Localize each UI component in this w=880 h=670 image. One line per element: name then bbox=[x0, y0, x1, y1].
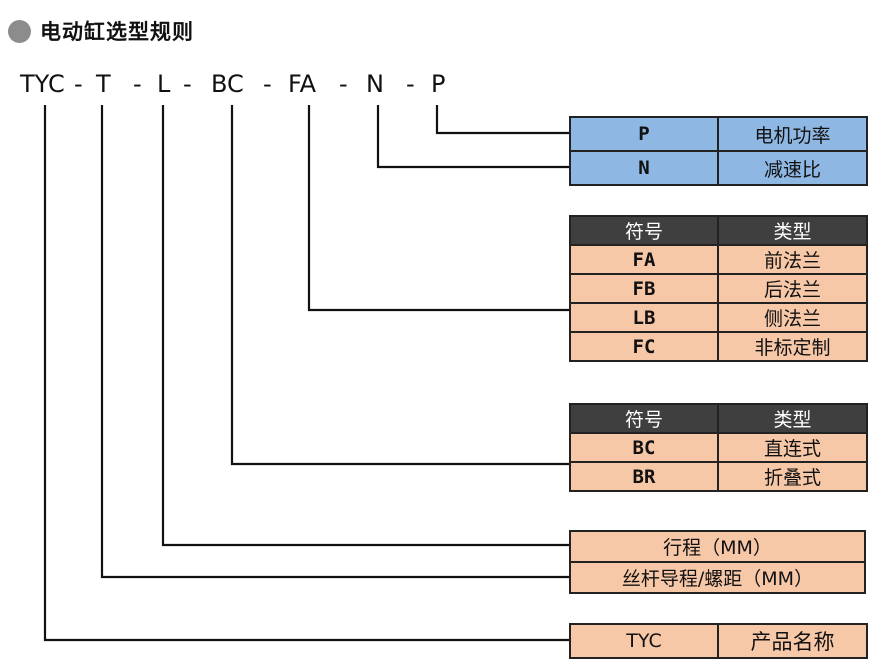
code-t: T bbox=[96, 70, 111, 98]
code-dash: - bbox=[339, 70, 348, 98]
connector-t bbox=[100, 105, 570, 579]
desc-cell: 电机功率 bbox=[717, 116, 868, 152]
code-l: L bbox=[157, 70, 171, 98]
code-p: P bbox=[431, 70, 446, 98]
table-row: N 减速比 bbox=[569, 150, 868, 186]
desc-cell: 直连式 bbox=[717, 432, 868, 463]
table-row: FB 后法兰 bbox=[569, 273, 868, 304]
desc-cell: 非标定制 bbox=[717, 331, 868, 362]
motor-table: P 电机功率 N 减速比 bbox=[569, 116, 868, 186]
desc-cell: 产品名称 bbox=[717, 623, 868, 659]
code-cell: FC bbox=[569, 331, 719, 362]
code-cell: FA bbox=[569, 244, 719, 275]
connector-bc bbox=[230, 105, 570, 466]
stroke-table: 行程（MM） 丝杆导程/螺距（MM） bbox=[569, 530, 866, 594]
code-fa: FA bbox=[288, 70, 317, 98]
code-dash: - bbox=[406, 70, 415, 98]
table-row: LB 侧法兰 bbox=[569, 302, 868, 333]
code-tyc: TYC bbox=[20, 70, 65, 98]
mounting-table: 符号 类型 FA 前法兰 FB 后法兰 LB 侧法兰 FC 非标定制 bbox=[569, 215, 868, 362]
lead-cell: 丝杆导程/螺距（MM） bbox=[569, 561, 866, 594]
title-bullet-icon bbox=[8, 20, 31, 43]
code-dash: - bbox=[74, 70, 83, 98]
code-bc: BC bbox=[211, 70, 244, 98]
code-dash: - bbox=[133, 70, 142, 98]
connector-n bbox=[376, 105, 570, 169]
table-row: TYC 产品名称 bbox=[569, 623, 868, 659]
header-code: 符号 bbox=[569, 215, 719, 246]
desc-cell: 侧法兰 bbox=[717, 302, 868, 333]
connection-table: 符号 类型 BC 直连式 BR 折叠式 bbox=[569, 403, 868, 492]
code-cell: FB bbox=[569, 273, 719, 304]
desc-cell: 折叠式 bbox=[717, 461, 868, 492]
header-desc: 类型 bbox=[717, 403, 868, 434]
page-title: 电动缸选型规则 bbox=[40, 20, 194, 44]
table-row: P 电机功率 bbox=[569, 116, 868, 152]
table-row: 丝杆导程/螺距（MM） bbox=[569, 561, 866, 594]
desc-cell: 前法兰 bbox=[717, 244, 868, 275]
code-cell: TYC bbox=[569, 623, 719, 659]
code-dash: - bbox=[263, 70, 272, 98]
connector-l bbox=[161, 105, 570, 547]
connector-fa bbox=[307, 105, 570, 312]
table-row: FA 前法兰 bbox=[569, 244, 868, 275]
table-row: 行程（MM） bbox=[569, 530, 866, 563]
table-row: FC 非标定制 bbox=[569, 331, 868, 362]
code-n: N bbox=[366, 70, 384, 98]
code-cell: BC bbox=[569, 432, 719, 463]
stroke-cell: 行程（MM） bbox=[569, 530, 866, 563]
table-header: 符号 类型 bbox=[569, 215, 868, 246]
product-table: TYC 产品名称 bbox=[569, 623, 868, 659]
code-cell: BR bbox=[569, 461, 719, 492]
desc-cell: 后法兰 bbox=[717, 273, 868, 304]
connector-p bbox=[435, 105, 570, 135]
header-desc: 类型 bbox=[717, 215, 868, 246]
code-dash: - bbox=[183, 70, 192, 98]
code-cell: P bbox=[569, 116, 719, 152]
code-cell: N bbox=[569, 150, 719, 186]
header-code: 符号 bbox=[569, 403, 719, 434]
code-cell: LB bbox=[569, 302, 719, 333]
desc-cell: 减速比 bbox=[717, 150, 868, 186]
connector-tyc bbox=[43, 105, 570, 642]
table-row: BC 直连式 bbox=[569, 432, 868, 463]
table-header: 符号 类型 bbox=[569, 403, 868, 434]
table-row: BR 折叠式 bbox=[569, 461, 868, 492]
